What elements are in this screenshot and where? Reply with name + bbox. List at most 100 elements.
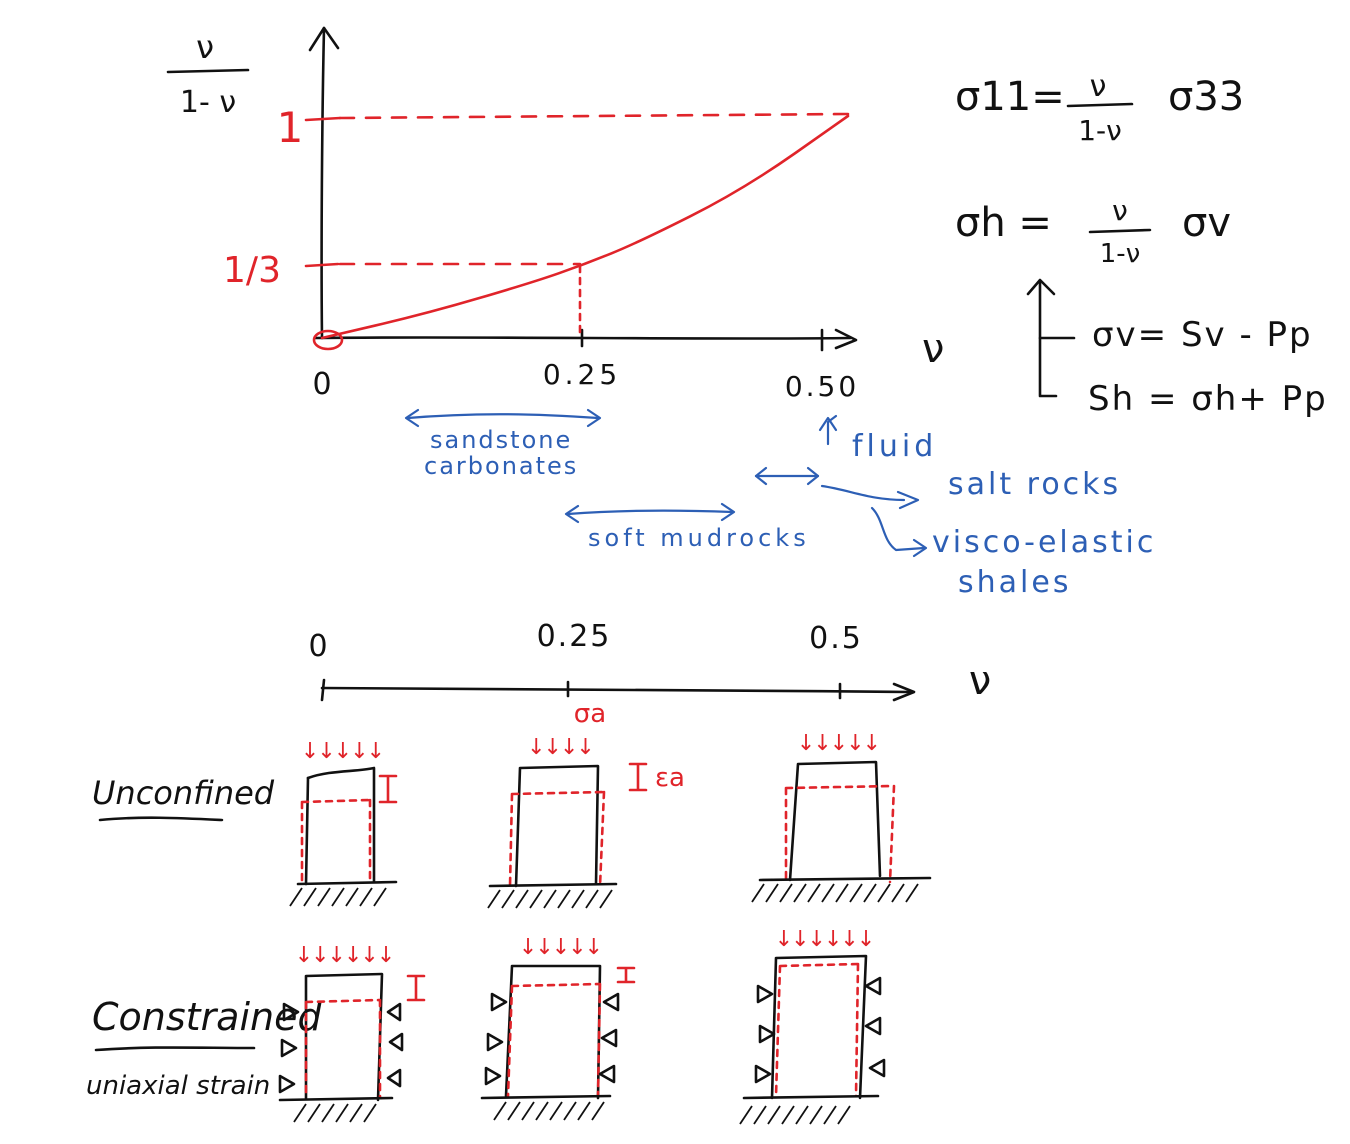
eq2-den: 1-ν bbox=[1100, 239, 1140, 269]
underline-unconfined bbox=[98, 816, 224, 822]
lower-tick-0 bbox=[320, 678, 326, 702]
epsilon-a-label: εa bbox=[655, 763, 685, 793]
deformed-outline bbox=[304, 998, 382, 1100]
ground-hatch bbox=[751, 883, 919, 903]
ground-line bbox=[758, 876, 932, 882]
salt-pointer-head bbox=[896, 490, 920, 510]
ground-line bbox=[742, 1094, 880, 1100]
label-soft-mudrocks: soft mudrocks bbox=[588, 524, 810, 552]
mudrocks-range-arrow bbox=[566, 509, 734, 516]
sample-outline bbox=[788, 760, 882, 882]
x-axis-label: ν bbox=[922, 326, 944, 372]
constrained-sample-nu-05: ↓↓↓↓↓↓ bbox=[739, 927, 886, 1125]
load-arrows: ↓↓↓↓ bbox=[527, 735, 593, 760]
eq1-rhs: σ33 bbox=[1168, 74, 1244, 120]
label-uniaxial-strain: uniaxial strain bbox=[86, 1071, 270, 1101]
unconfined-sample-nu-0: ↓↓↓↓↓ bbox=[289, 739, 398, 907]
load-arrows: ↓↓↓↓↓ bbox=[301, 739, 383, 764]
shortening-marker bbox=[616, 966, 636, 984]
sample-outline-right bbox=[306, 766, 376, 884]
deformed-outline bbox=[784, 784, 896, 884]
underline-constrained bbox=[94, 1046, 256, 1052]
x-tick-025: 0.25 bbox=[543, 358, 621, 391]
sigma-a-label: σa bbox=[574, 699, 606, 729]
load-arrows: ↓↓↓↓↓↓ bbox=[295, 943, 394, 968]
lower-tick-label-0: 0 bbox=[308, 629, 327, 664]
equations: σ11= ν 1-ν σ33 σh = ν 1-ν σv σv= Sv - Pp… bbox=[955, 69, 1328, 419]
bracket-line bbox=[1038, 280, 1058, 398]
label-shales: shales bbox=[958, 565, 1071, 600]
right-roller-supports bbox=[598, 992, 620, 1084]
curve-nu-over-one-minus-nu bbox=[320, 114, 850, 340]
bracket-arrow-head bbox=[1026, 278, 1056, 296]
y-label-denominator: 1- ν bbox=[180, 85, 236, 120]
label-carbonates: carbonates bbox=[424, 452, 578, 480]
sandstone-range-arrow bbox=[406, 413, 600, 420]
ground-hatch bbox=[289, 887, 387, 907]
sample-outline bbox=[514, 764, 600, 888]
load-arrows: ↓↓↓↓↓ bbox=[797, 731, 879, 756]
fluid-arrow bbox=[826, 414, 838, 446]
fluid-arrow-head bbox=[818, 416, 838, 432]
label-unconfined: Unconfined bbox=[92, 774, 275, 812]
right-roller-supports bbox=[386, 1002, 404, 1088]
constrained-sample-nu-025: ↓↓↓↓↓ bbox=[480, 935, 636, 1121]
label-salt-rocks: salt rocks bbox=[948, 467, 1121, 502]
load-arrows: ↓↓↓↓↓ bbox=[519, 935, 601, 960]
lower-axis-arrow bbox=[892, 682, 916, 702]
lower-tick-label-025: 0.25 bbox=[537, 619, 612, 654]
guide-y1 bbox=[338, 112, 850, 120]
y-axis bbox=[320, 26, 326, 340]
label-visco-elastic: visco-elastic bbox=[932, 525, 1156, 560]
eq1-lhs: σ11= bbox=[955, 74, 1065, 120]
x-tick-050: 0.50 bbox=[785, 370, 859, 403]
ground-line bbox=[480, 1094, 612, 1100]
y-tick-mark-1 bbox=[304, 116, 342, 122]
x-axis bbox=[314, 336, 852, 340]
eq2-num: ν bbox=[1112, 194, 1128, 227]
eq2-rhs: σv bbox=[1182, 200, 1231, 246]
left-roller-supports bbox=[484, 992, 508, 1086]
y-tick-mark-one-third bbox=[304, 262, 340, 268]
eq1-bar bbox=[1066, 102, 1134, 108]
deformed-outline bbox=[508, 790, 606, 888]
eq3: σv= Sv - Pp bbox=[1092, 315, 1313, 355]
ground-hatch bbox=[293, 1103, 377, 1123]
deformed-outline bbox=[506, 982, 602, 1098]
y-tick-1: 1 bbox=[277, 103, 304, 152]
eq1-num: ν bbox=[1090, 69, 1107, 104]
y-label-numerator: ν bbox=[196, 28, 214, 66]
salt-arrow-left bbox=[754, 466, 768, 486]
eq2-bar bbox=[1088, 228, 1152, 234]
rock-type-annotations: sandstone carbonates fluid salt rocks vi… bbox=[404, 408, 1156, 600]
lower-axis-label: ν bbox=[969, 658, 991, 704]
y-label-fraction-bar bbox=[166, 68, 250, 74]
sample-outline-left bbox=[304, 776, 310, 886]
constrained-sample-nu-0: ↓↓↓↓↓↓ bbox=[278, 943, 426, 1123]
load-arrows: ↓↓↓↓↓↓ bbox=[775, 927, 874, 952]
x-axis-arrow bbox=[834, 328, 858, 350]
label-sandstone: sandstone bbox=[430, 426, 572, 454]
mudrocks-arrow-left bbox=[564, 504, 580, 524]
label-fluid: fluid bbox=[852, 429, 937, 464]
lower-nu-axis: 0 0.25 0.5 ν σa bbox=[308, 619, 991, 729]
ground-line bbox=[278, 1096, 394, 1102]
right-roller-supports bbox=[864, 976, 886, 1078]
visco-pointer-head bbox=[912, 538, 928, 558]
unconfined-sample-nu-025: ↓↓↓↓ εa bbox=[487, 735, 685, 909]
visco-pointer bbox=[870, 506, 926, 552]
deformed-outline bbox=[300, 798, 372, 886]
mudrocks-arrow-right bbox=[720, 502, 736, 522]
sample-outline bbox=[770, 954, 868, 1100]
ground-hatch bbox=[493, 1101, 605, 1121]
unconfined-sample-nu-05: ↓↓↓↓↓ bbox=[751, 731, 932, 903]
ground-line bbox=[488, 882, 618, 888]
deformed-outline bbox=[774, 962, 860, 1098]
sandstone-arrow-left bbox=[404, 408, 420, 428]
lower-tick-label-05: 0.5 bbox=[809, 621, 863, 656]
eq4: Sh = σh+ Pp bbox=[1088, 379, 1328, 419]
lower-axis-line bbox=[320, 686, 912, 694]
eq1-den: 1-ν bbox=[1078, 114, 1122, 147]
eq2-lhs: σh = bbox=[955, 200, 1052, 246]
